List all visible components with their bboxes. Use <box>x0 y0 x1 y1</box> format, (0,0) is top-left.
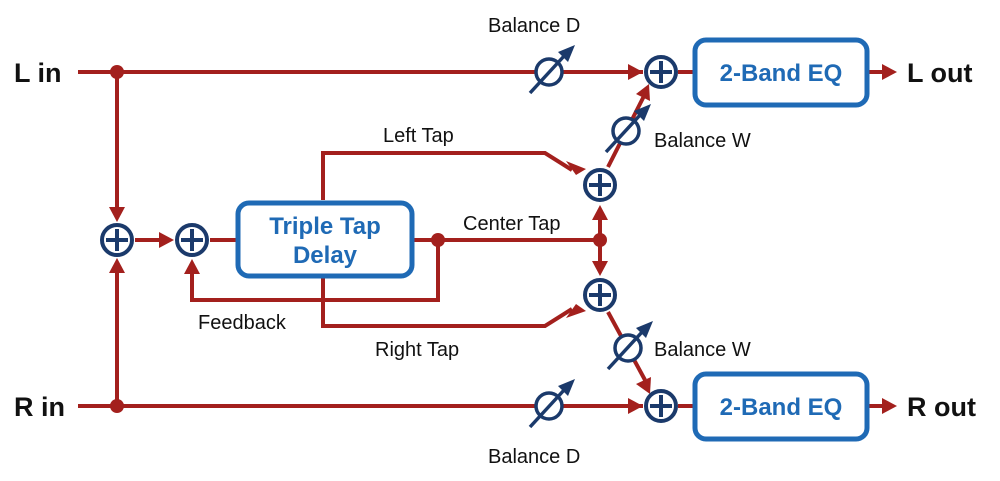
balance-w-top-knob <box>604 104 651 154</box>
delay-block-line1: Triple Tap <box>269 213 381 240</box>
r-out-label: R out <box>907 392 976 422</box>
eq-top-label: 2-Band EQ <box>720 60 843 87</box>
right-tap-line <box>321 278 574 328</box>
arrow-center-down <box>592 261 608 276</box>
arrow-to-fb-mixer <box>159 232 174 248</box>
arrowheads <box>109 64 897 414</box>
junction-dots <box>110 65 607 413</box>
junction-l-in <box>110 65 124 79</box>
mixer-out-right <box>644 389 678 423</box>
arrow-r-to-mixer <box>109 258 125 273</box>
junction-feedback <box>431 233 445 247</box>
balance-d-top-knob <box>528 45 575 95</box>
center-tap-label: Center Tap <box>463 213 560 235</box>
junction-r-in <box>110 399 124 413</box>
mixer-out-left <box>644 55 678 89</box>
l-out-label: L out <box>907 58 972 88</box>
balance-w-top-label: Balance W <box>654 130 751 152</box>
feedback-loop <box>190 240 440 302</box>
arrow-right-tap <box>566 304 586 318</box>
eq-bottom-label: 2-Band EQ <box>720 394 843 421</box>
balance-w-bottom-knob <box>606 321 653 371</box>
balance-w-bottom-label: Balance W <box>654 339 751 361</box>
arrow-center-up <box>592 205 608 220</box>
arrow-l-to-mixer <box>109 207 125 222</box>
triple-tap-delay-block: Triple Tap Delay <box>235 200 415 279</box>
left-tap-label: Left Tap <box>383 125 454 147</box>
balance-d-bottom-label: Balance D <box>488 446 580 468</box>
arrow-l-main <box>628 64 643 80</box>
junction-center-tap <box>593 233 607 247</box>
l-in-label: L in <box>14 58 62 88</box>
arrow-wet-bottom <box>636 377 651 394</box>
mixer-wet-left <box>583 168 617 202</box>
arrow-wet-top <box>636 84 650 101</box>
arrow-l-out <box>882 64 897 80</box>
delay-block-line2: Delay <box>293 242 358 269</box>
mixer-feedback <box>175 223 209 257</box>
eq-block-bottom: 2-Band EQ <box>692 371 870 442</box>
mixer-input <box>100 223 134 257</box>
right-tap-label: Right Tap <box>375 339 459 361</box>
eq-block-top: 2-Band EQ <box>692 37 870 108</box>
mixer-wet-right <box>583 278 617 312</box>
left-tap-line <box>321 151 574 200</box>
arrow-r-out <box>882 398 897 414</box>
balance-d-bottom-knob <box>528 379 575 429</box>
feedback-label: Feedback <box>198 312 287 334</box>
arrow-left-tap <box>566 161 586 175</box>
arrow-feedback-up <box>184 259 200 274</box>
balance-d-top-label: Balance D <box>488 15 580 37</box>
arrow-r-main <box>628 398 643 414</box>
r-in-label: R in <box>14 392 65 422</box>
